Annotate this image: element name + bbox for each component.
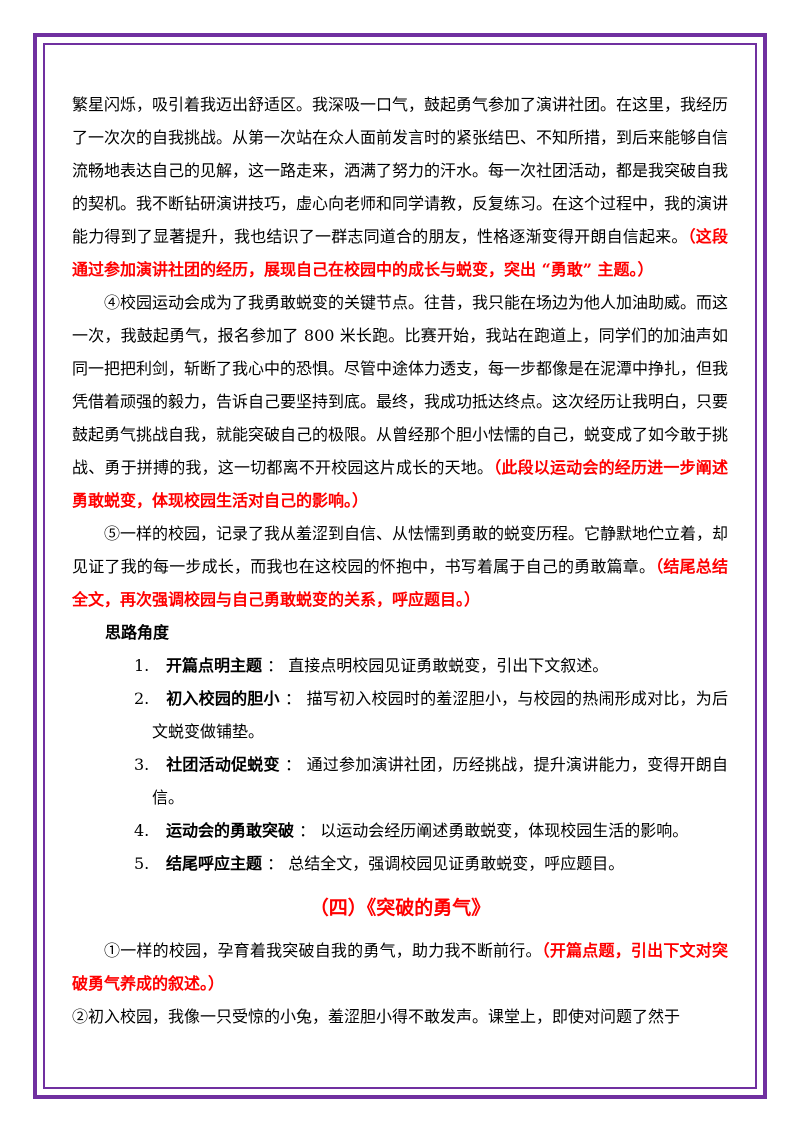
item-number: 2.	[134, 689, 150, 708]
item-separator: ：	[267, 854, 284, 873]
paragraph-text: ①一样的校园，孕育着我突破自我的勇气，助力我不断前行。	[104, 941, 542, 960]
item-number: 3.	[134, 755, 150, 774]
annotation-note: （此段以运动会的经历进一步阐述勇敢蜕变，体现校园生活对自己的影响。）	[72, 458, 728, 510]
section-title: （四）《突破的勇气》	[309, 897, 491, 919]
annotation-note: （结尾总结全文，再次强调校园与自己勇敢蜕变的关系，呼应题目。）	[72, 557, 728, 609]
paragraph-text: ⑤一样的校园，记录了我从羞涩到自信、从怯懦到勇敢的蜕变历程。它静默地伫立着，却见…	[72, 524, 729, 576]
item-number: 4.	[134, 821, 150, 840]
document-body: 繁星闪烁，吸引着我迈出舒适区。我深吸一口气，鼓起勇气参加了演讲社团。在这里，我经…	[72, 88, 728, 1033]
paragraph-text: 繁星闪烁，吸引着我迈出舒适区。我深吸一口气，鼓起勇气参加了演讲社团。在这里，我经…	[72, 95, 729, 246]
paragraph-2: ②初入校园，我像一只受惊的小兔，羞涩胆小得不敢发声。课堂上，即使对问题了然于	[72, 1000, 728, 1033]
item-number: 5.	[134, 854, 150, 873]
item-description: 直接点明校园见证勇敢蜕变，引出下文叙述。	[288, 656, 609, 675]
item-number: 1.	[134, 656, 150, 675]
outline-item: 4. 运动会的勇敢突破 ： 以运动会经历阐述勇敢蜕变，体现校园生活的影响。	[72, 814, 728, 847]
outline-item: 3. 社团活动促蜕变 ： 通过参加演讲社团，历经挑战，提升演讲能力，变得开朗自信。	[72, 748, 728, 814]
paragraph-4: ④校园运动会成为了我勇敢蜕变的关键节点。往昔，我只能在场边为他人加油助威。而这一…	[72, 286, 728, 517]
item-description: 通过参加演讲社团，历经挑战，提升演讲能力，变得开朗自信。	[152, 755, 728, 807]
paragraph-3: 繁星闪烁，吸引着我迈出舒适区。我深吸一口气，鼓起勇气参加了演讲社团。在这里，我经…	[72, 88, 728, 286]
paragraph-text: ②初入校园，我像一只受惊的小兔，羞涩胆小得不敢发声。课堂上，即使对问题了然于	[72, 1007, 681, 1026]
item-separator: ：	[285, 755, 302, 774]
item-description: 以运动会经历阐述勇敢蜕变，体现校园生活的影响。	[320, 821, 689, 840]
annotation-note: （开篇点题，引出下文对突破勇气养成的叙述。）	[72, 941, 728, 993]
item-keyword: 开篇点明主题	[166, 656, 263, 675]
item-keyword: 运动会的勇敢突破	[166, 821, 295, 840]
paragraph-5: ⑤一样的校园，记录了我从羞涩到自信、从怯懦到勇敢的蜕变历程。它静默地伫立着，却见…	[72, 517, 728, 616]
page-border-outer	[33, 33, 767, 1099]
outline-item: 5. 结尾呼应主题 ： 总结全文，强调校园见证勇敢蜕变，呼应题目。	[72, 847, 728, 880]
item-keyword: 社团活动促蜕变	[166, 755, 280, 774]
paragraph-text: ④校园运动会成为了我勇敢蜕变的关键节点。往昔，我只能在场边为他人加油助威。而这一…	[72, 293, 729, 477]
outline-list: 1. 开篇点明主题 ： 直接点明校园见证勇敢蜕变，引出下文叙述。 2. 初入校园的胆…	[72, 649, 728, 880]
item-separator: ：	[299, 821, 316, 840]
annotation-note: （这段通过参加演讲社团的经历，展现自己在校园中的成长与蜕变，突出 “勇敢” 主题…	[72, 227, 728, 279]
item-separator: ：	[267, 656, 284, 675]
outline-item: 1. 开篇点明主题 ： 直接点明校园见证勇敢蜕变，引出下文叙述。	[72, 649, 728, 682]
page-border-inner	[43, 43, 757, 1089]
item-description: 总结全文，强调校园见证勇敢蜕变，呼应题目。	[288, 854, 625, 873]
outline-item: 2. 初入校园的胆小 ： 描写初入校园时的羞涩胆小，与校园的热闹形成对比，为后文蜕…	[72, 682, 728, 748]
outline-heading: 思路角度	[105, 623, 170, 642]
item-keyword: 初入校园的胆小	[166, 689, 280, 708]
item-separator: ：	[285, 689, 302, 708]
item-keyword: 结尾呼应主题	[166, 854, 263, 873]
item-description: 描写初入校园时的羞涩胆小，与校园的热闹形成对比，为后文蜕变做铺垫。	[152, 689, 728, 741]
paragraph-1: ①一样的校园，孕育着我突破自我的勇气，助力我不断前行。（开篇点题，引出下文对突破…	[72, 934, 728, 1000]
